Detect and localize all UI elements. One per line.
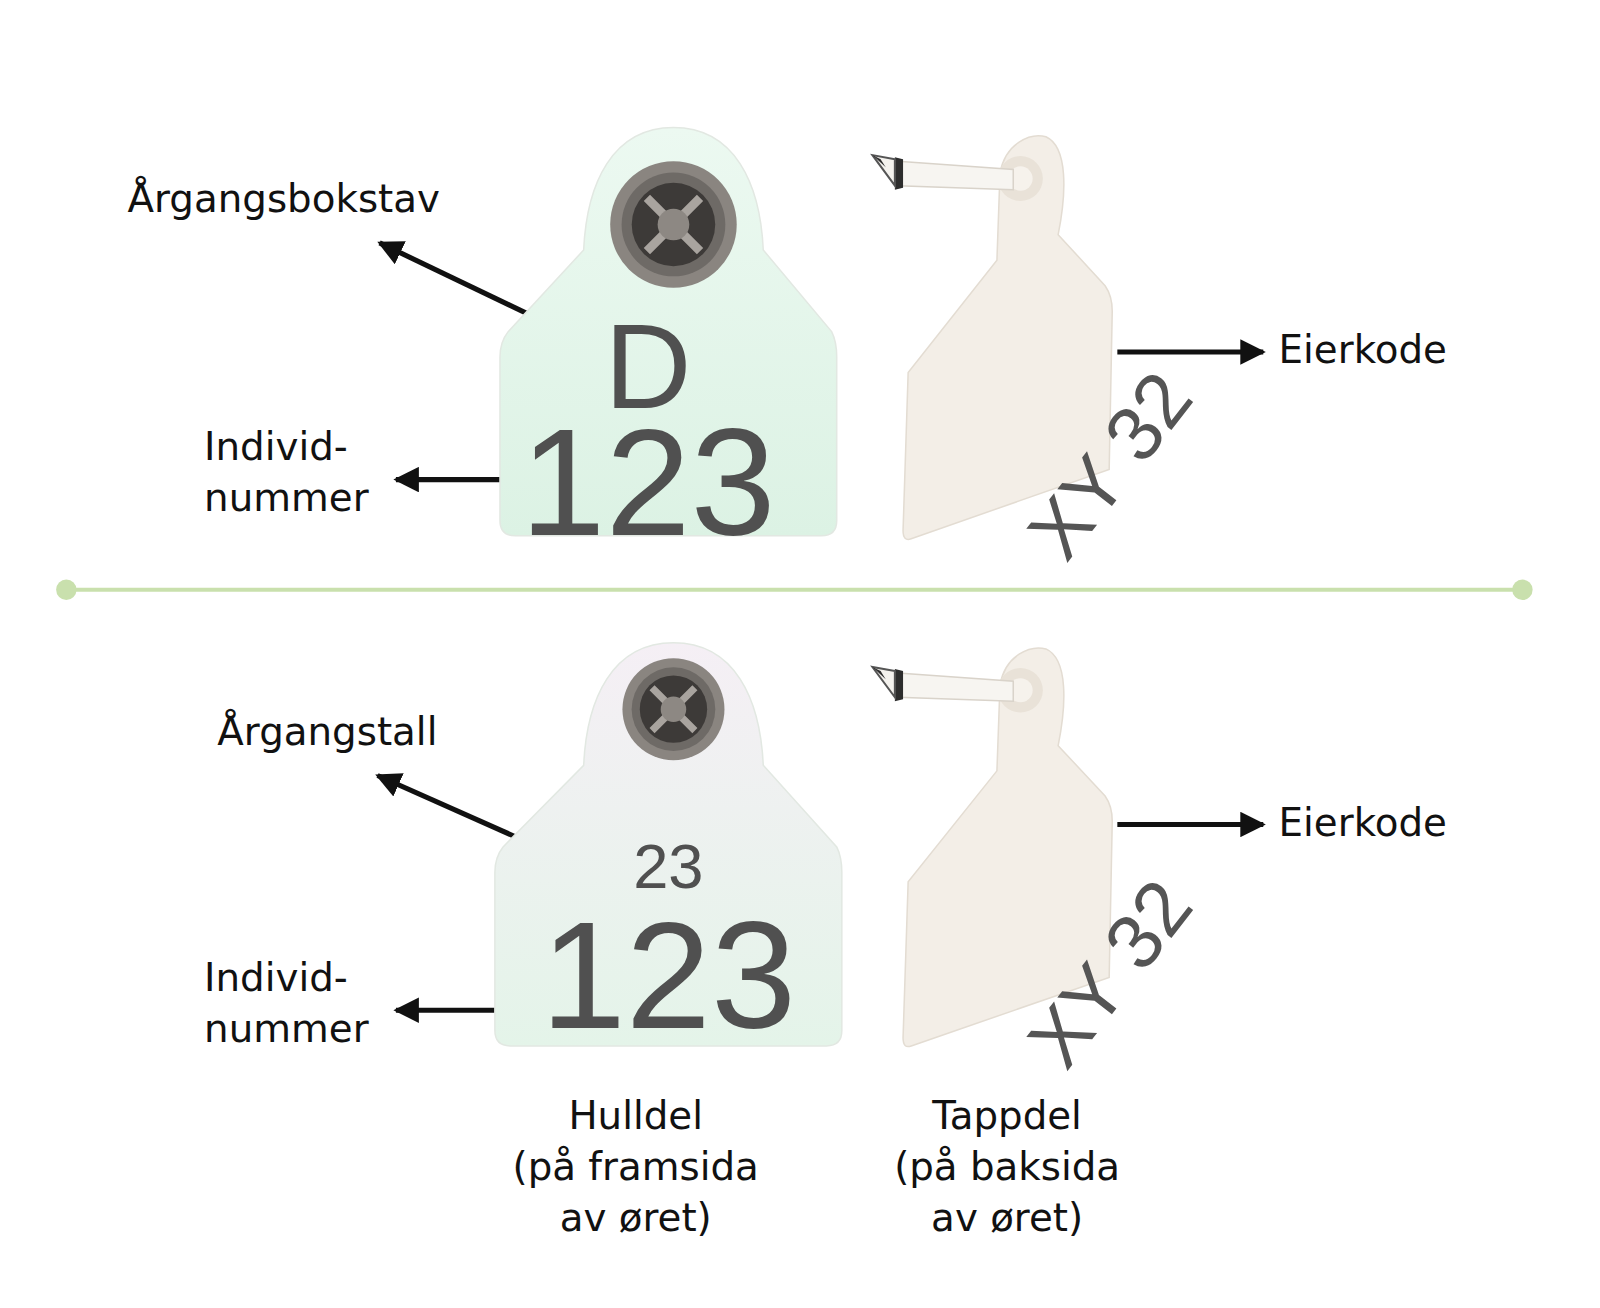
individual-number: 123 bbox=[500, 405, 796, 558]
callout-label: Årgangstall bbox=[217, 706, 437, 757]
ear-tag-back: XY 32 bbox=[903, 645, 1112, 1048]
individual-number: 123 bbox=[495, 898, 842, 1051]
part-name: Tappdel bbox=[864, 1090, 1150, 1141]
callout-label: Eierkode bbox=[1279, 324, 1447, 375]
part-name: Hulldel bbox=[493, 1090, 779, 1141]
divider-line bbox=[66, 588, 1522, 592]
callout-label: Individ- nummer bbox=[204, 952, 388, 1054]
divider-dot bbox=[1512, 580, 1532, 600]
divider-dot bbox=[56, 580, 76, 600]
callout-label: Årgangsbokstav bbox=[128, 173, 440, 224]
part-note: (på framsida av øret) bbox=[501, 1141, 771, 1243]
leader-arrow bbox=[1117, 349, 1263, 354]
callout-label: Individ- nummer bbox=[204, 421, 388, 523]
callout-label: Eierkode bbox=[1279, 797, 1447, 848]
year-code: 23 bbox=[495, 835, 842, 898]
leader-arrow bbox=[1117, 822, 1263, 827]
ear-tag-front: D123 bbox=[500, 128, 837, 536]
part-note: (på baksida av øret) bbox=[880, 1141, 1135, 1243]
ear-tag-back: XY 32 bbox=[903, 133, 1112, 541]
leader-arrow bbox=[396, 477, 505, 482]
leader-arrow bbox=[378, 776, 516, 837]
leader-arrow bbox=[396, 1008, 495, 1013]
ear-tag-front: 23123 bbox=[495, 643, 842, 1046]
